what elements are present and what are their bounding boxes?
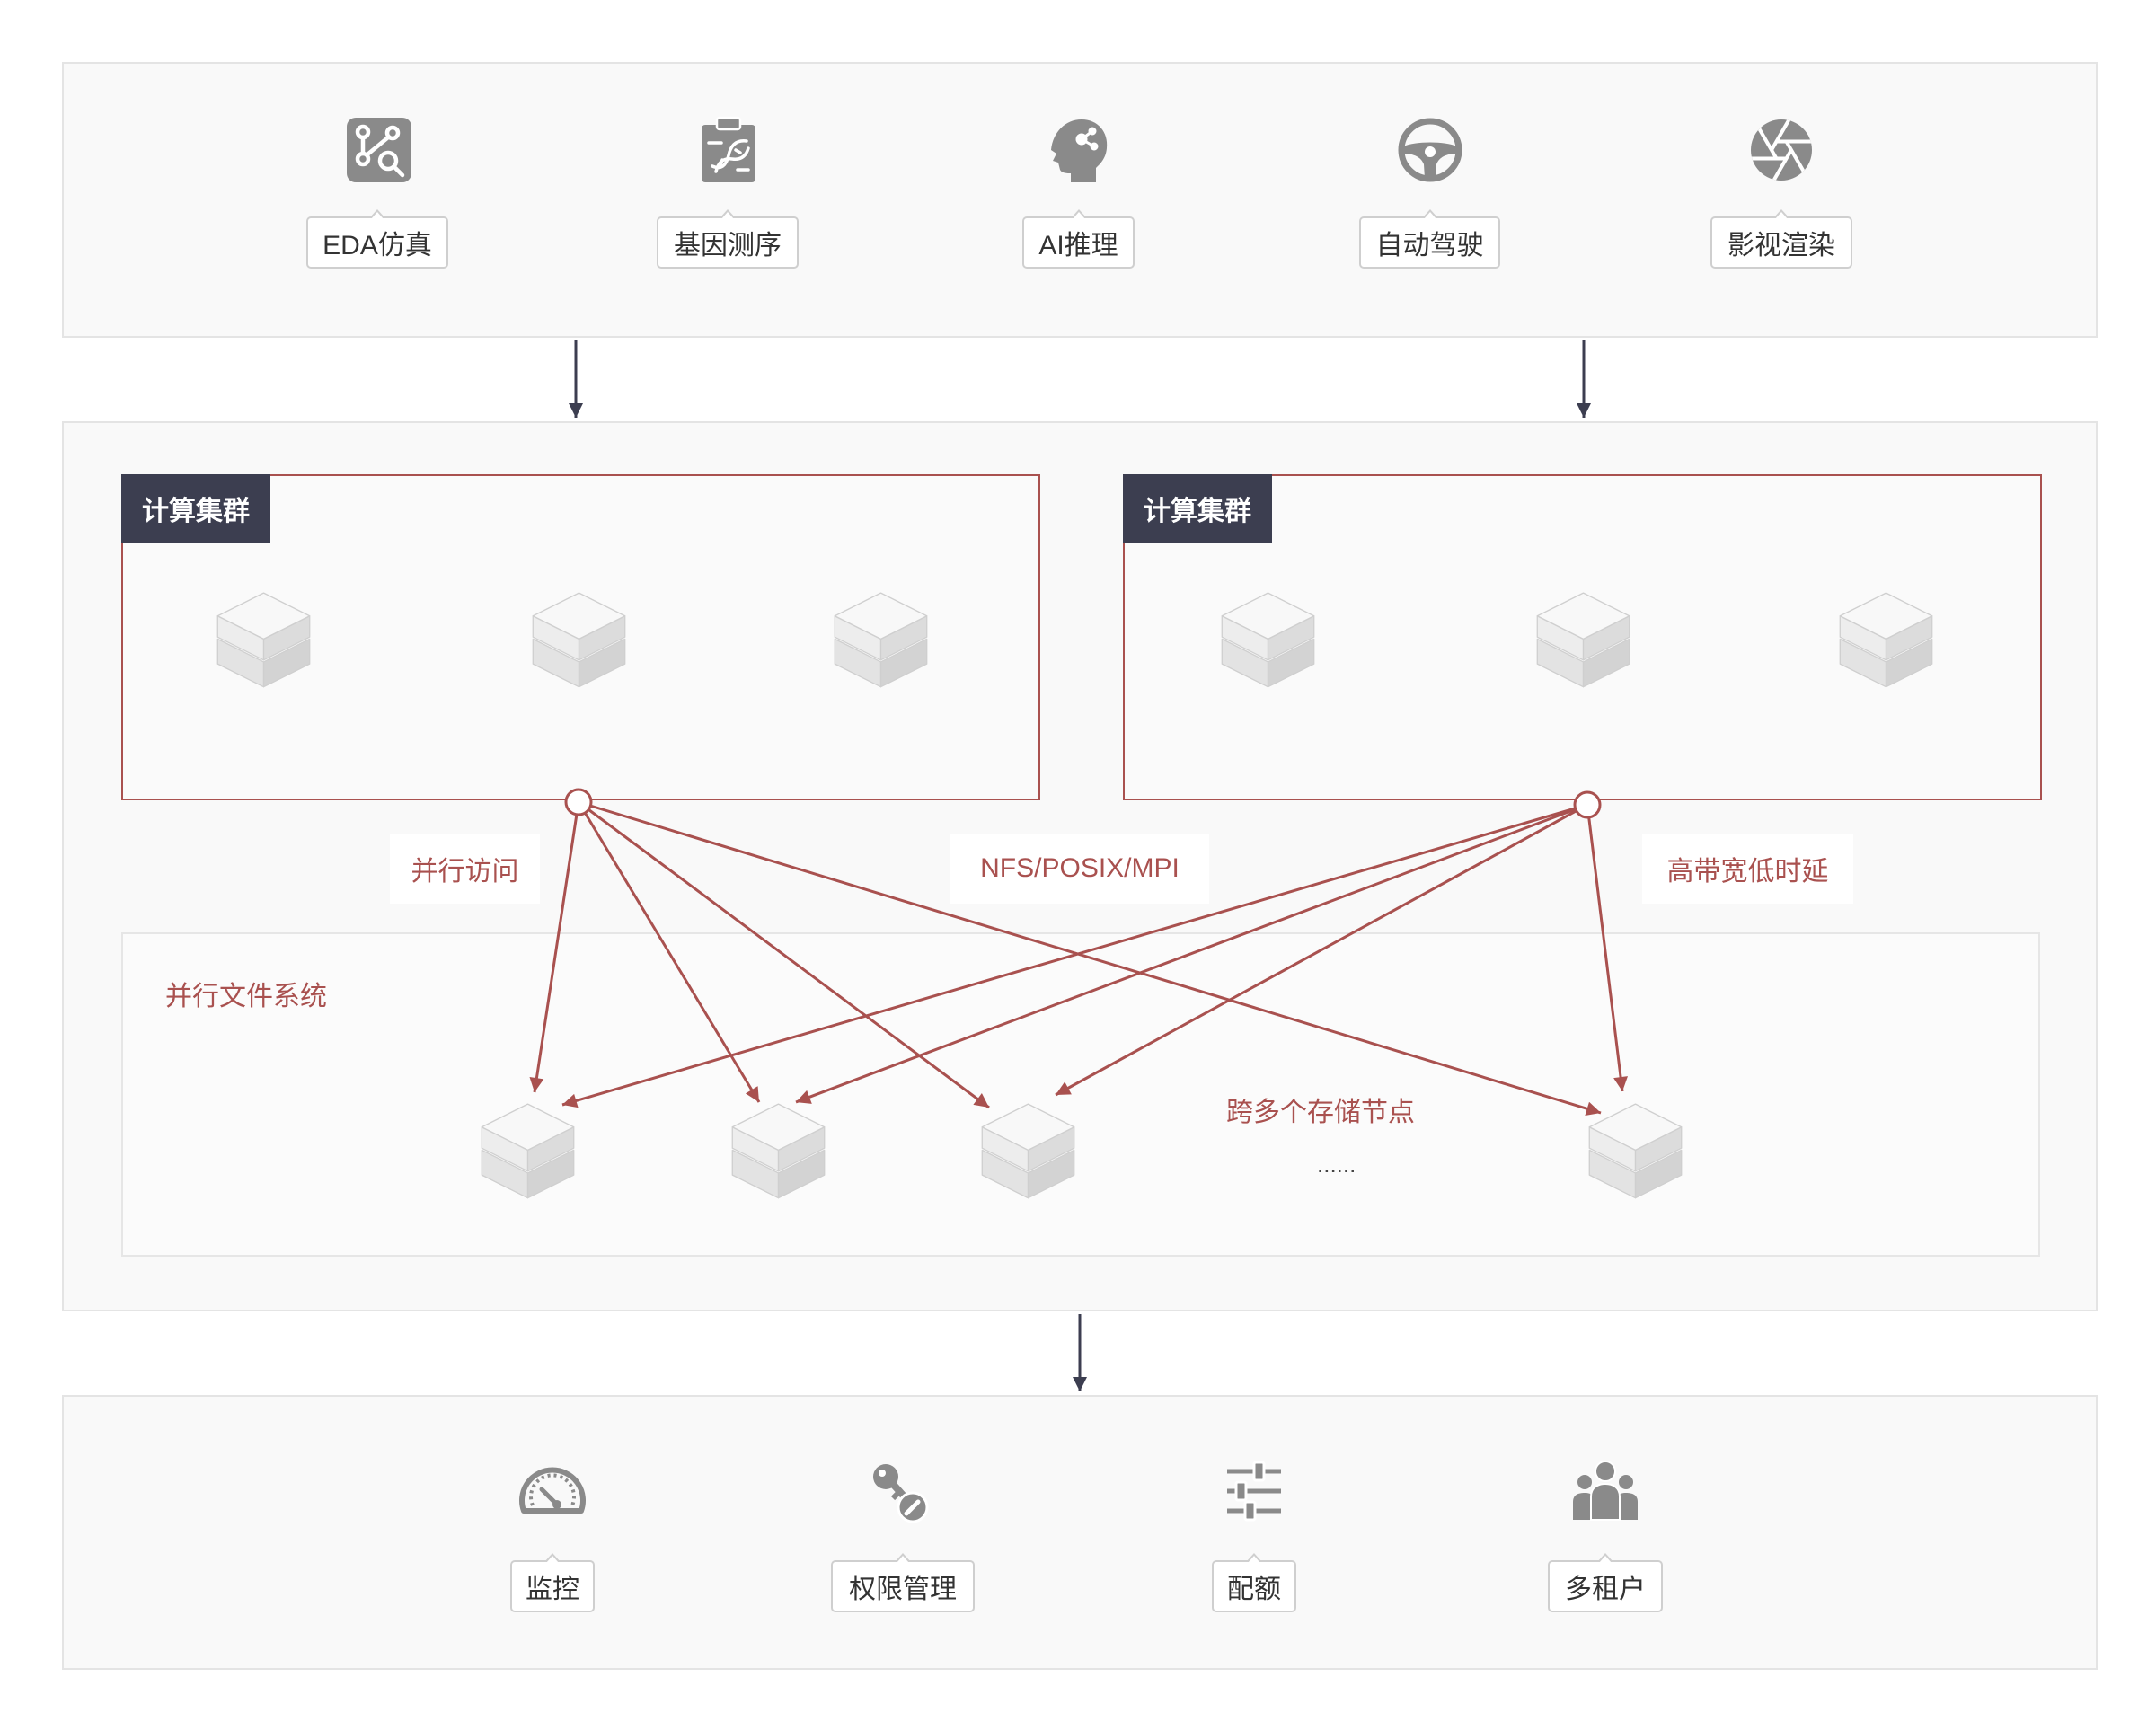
- gauge-icon: [517, 1455, 588, 1527]
- key-edit-icon: [862, 1455, 934, 1527]
- more-nodes-ellipsis: ......: [1317, 1151, 1356, 1178]
- sliders-icon: [1218, 1455, 1290, 1527]
- app-tag-ai-inference: AI推理: [1022, 209, 1135, 269]
- management-panel: [62, 1395, 2098, 1670]
- mgmt-tag-permissions: 权限管理: [831, 1553, 975, 1612]
- storage-nodes-note: 跨多个存储节点: [1226, 1098, 1415, 1127]
- mgmt-tag-multi-tenant: 多租户: [1548, 1553, 1663, 1612]
- app-tag-gene-sequencing: 基因测序: [657, 209, 799, 269]
- applications-panel: [62, 62, 2098, 338]
- filesystem-title: 并行文件系统: [165, 982, 327, 1011]
- app-tag-rendering: 影视渲染: [1710, 209, 1852, 269]
- aperture-icon: [1745, 114, 1817, 186]
- dna-clipboard-icon: [693, 114, 764, 186]
- cluster-label-right: 计算集群: [1123, 474, 1272, 543]
- circuit-search-icon: [343, 114, 415, 186]
- mgmt-tag-monitoring: 监控: [510, 1553, 595, 1612]
- mgmt-tag-quota: 配额: [1212, 1553, 1296, 1612]
- label-parallel-access: 并行访问: [390, 834, 540, 904]
- app-tag-eda: EDA仿真: [306, 209, 448, 269]
- label-protocols: NFS/POSIX/MPI: [950, 834, 1209, 904]
- app-tag-autonomous-driving: 自动驾驶: [1359, 209, 1500, 269]
- users-group-icon: [1569, 1455, 1641, 1527]
- steering-wheel-icon: [1394, 114, 1466, 186]
- cluster-label-left: 计算集群: [121, 474, 270, 543]
- ai-head-icon: [1040, 114, 1112, 186]
- label-performance: 高带宽低时延: [1642, 834, 1853, 904]
- parallel-filesystem-box: [121, 932, 2040, 1257]
